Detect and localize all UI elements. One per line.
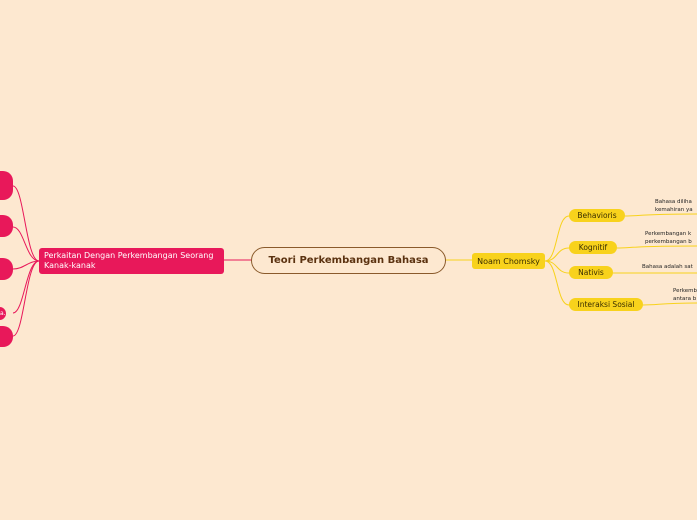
connector-desc-behavioris: [624, 213, 697, 217]
desc-line: Bahasa adalah sat: [642, 264, 693, 270]
desc-kognitif: Perkembangan k perkembangan b: [645, 230, 692, 246]
desc-line: Perkemb: [673, 288, 697, 294]
desc-interaksi-sosial: Perkemb antara b: [673, 287, 697, 303]
subtopic-nativis[interactable]: Nativis: [569, 266, 613, 279]
desc-line: Perkembangan k: [645, 231, 692, 237]
connector-left-stub-2: [12, 226, 40, 262]
connector-behavioris: [544, 215, 570, 262]
left-subtopic-stub-label: a.: [0, 310, 6, 317]
desc-line: kemahiran ya: [655, 207, 693, 213]
desc-line: Bahasa diliha: [655, 199, 692, 205]
right-topic-node[interactable]: Noam Chomsky: [472, 253, 545, 269]
right-topic-label: Noam Chomsky: [477, 256, 540, 266]
left-subtopic-stub[interactable]: [0, 171, 13, 200]
subtopic-behavioris[interactable]: Behavioris: [569, 209, 625, 222]
subtopic-label: Kognitif: [578, 243, 608, 252]
connector-left-stub-5: [12, 260, 40, 337]
left-topic-node[interactable]: Perkaitan Dengan Perkembangan Seorang Ka…: [39, 248, 224, 274]
connector-interaksi: [544, 260, 570, 306]
central-topic[interactable]: Teori Perkembangan Bahasa: [251, 247, 446, 274]
subtopic-kognitif[interactable]: Kognitif: [569, 241, 617, 254]
left-subtopic-stub[interactable]: [0, 258, 13, 280]
connector-kognitif: [544, 247, 570, 262]
connector-left-stub-1: [12, 185, 40, 262]
desc-behavioris: Bahasa diliha kemahiran ya: [655, 198, 693, 214]
subtopic-label: Behavioris: [577, 211, 617, 220]
left-topic-label: Perkaitan Dengan Perkembangan Seorang Ka…: [44, 251, 214, 270]
connector-desc-interaksi: [642, 302, 697, 306]
connector-desc-kognitif: [616, 245, 697, 249]
subtopic-label: Interaksi Sosial: [577, 300, 635, 309]
subtopic-interaksi-sosial[interactable]: Interaksi Sosial: [569, 298, 643, 311]
left-subtopic-stub[interactable]: a.: [0, 307, 6, 320]
desc-line: perkembangan b: [645, 239, 692, 245]
left-subtopic-stub[interactable]: [0, 326, 13, 347]
desc-nativis: Bahasa adalah sat: [642, 263, 693, 271]
desc-line: antara b: [673, 296, 697, 302]
central-topic-label: Teori Perkembangan Bahasa: [268, 255, 429, 266]
left-subtopic-stub[interactable]: [0, 215, 13, 237]
subtopic-label: Nativis: [578, 268, 604, 277]
